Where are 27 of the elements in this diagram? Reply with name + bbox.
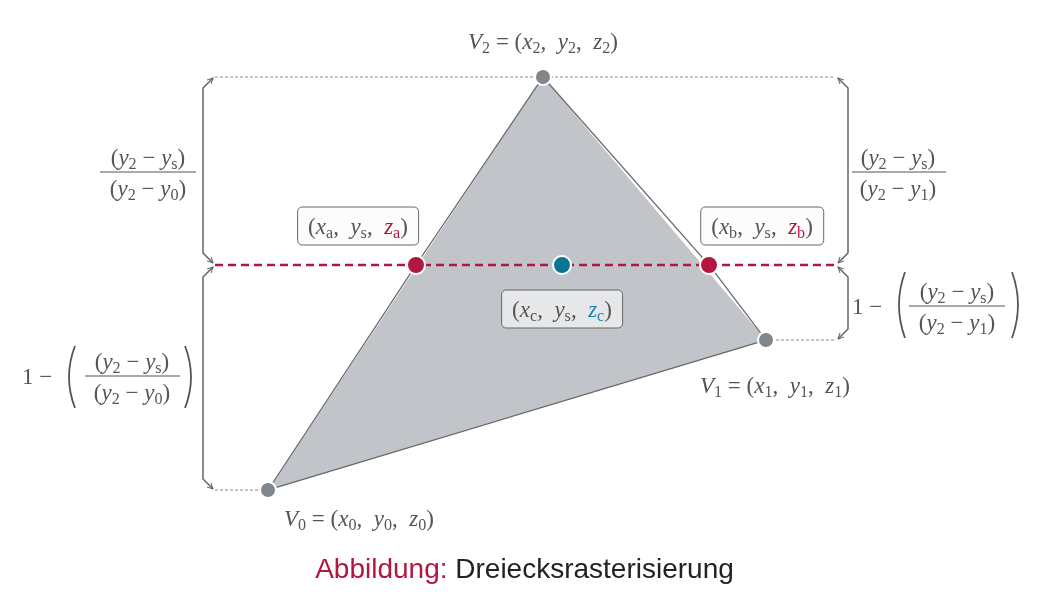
vertex-label: V$_{0}$ = (x$_{0}$, y$_{0}$, z$_{0}$) [284, 506, 434, 530]
vertex-label: V$_{2}$ = (x$_{2}$, y$_{2}$, z$_{2}$) [468, 29, 618, 53]
triangle-edge [276, 342, 758, 488]
intersection-dot [699, 255, 719, 275]
coordinate-label: (x$_{a}$, y$_{s}$, z$_{a}$) [297, 206, 419, 246]
vertex-dot [757, 331, 775, 349]
fraction-term: (y$_{2}$ − y$_{s}$) [110, 145, 186, 169]
triangle-edge [272, 272, 412, 484]
coordinate-label: (x$_{c}$, y$_{s}$, z$_{c}$) [501, 289, 623, 329]
fraction-term: (y$_{2}$ − y$_{1}$) [918, 310, 996, 334]
math-expression: 1 − [22, 364, 53, 388]
caption: Abbildung: Dreiecksrasterisierung [315, 553, 734, 585]
vertex-dot [534, 68, 552, 86]
math-expression: 1 − [852, 294, 883, 318]
fraction-term: (y$_{2}$ − y$_{1}$) [859, 176, 937, 200]
triangle-edge [714, 272, 762, 334]
fraction-term: (y$_{2}$ − y$_{0}$) [93, 380, 171, 404]
fraction-term: (y$_{2}$ − y$_{s}$) [94, 349, 170, 373]
vertex-dot [259, 481, 277, 499]
triangle-edge [421, 83, 539, 258]
intersection-dot [406, 255, 426, 275]
fraction-term: (y$_{2}$ − y$_{s}$) [860, 145, 936, 169]
triangle-edge [548, 83, 703, 259]
fraction-term: (y$_{2}$ − y$_{s}$) [919, 279, 995, 303]
coordinate-label: (x$_{b}$, y$_{s}$, z$_{b}$) [700, 206, 824, 246]
vertex-label: V$_{1}$ = (x$_{1}$, y$_{1}$, z$_{1}$) [700, 373, 850, 397]
fraction-term: (y$_{2}$ − y$_{0}$) [109, 176, 187, 200]
